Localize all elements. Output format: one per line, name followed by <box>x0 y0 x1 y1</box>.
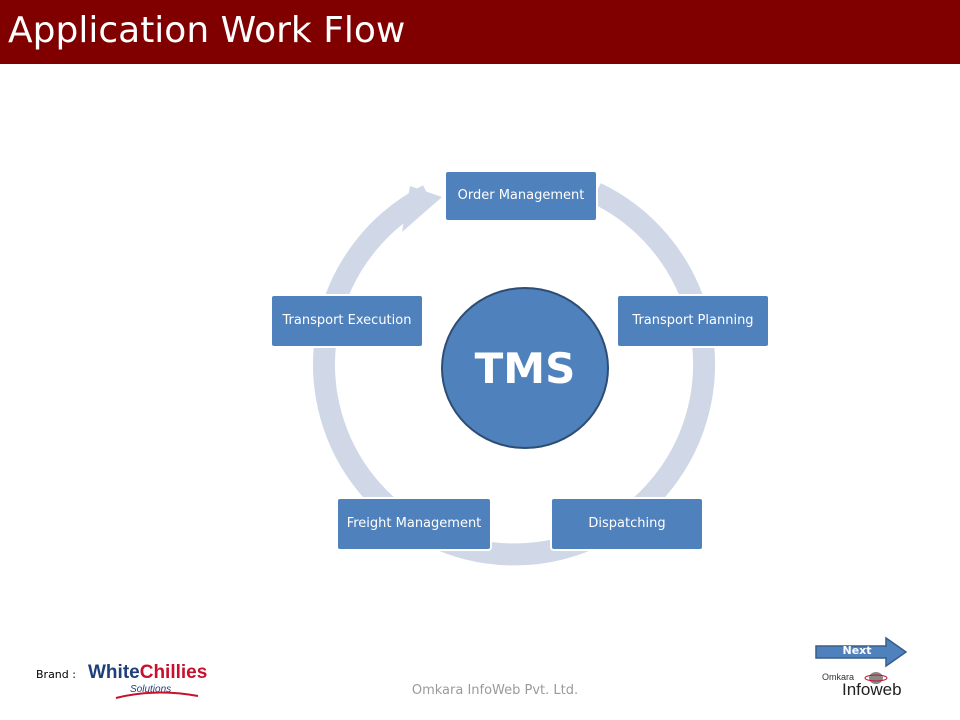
node-freight-management[interactable]: Freight Management <box>336 497 492 551</box>
company-name: Omkara InfoWeb Pvt. Ltd. <box>411 683 579 698</box>
logo-small-text: Omkara <box>822 672 855 682</box>
node-transport-planning[interactable]: Transport Planning <box>616 294 770 348</box>
brand-name-part1: White <box>88 662 140 683</box>
brand-sub: Solutions <box>130 684 172 695</box>
brand-name-part2: Chillies <box>139 662 208 683</box>
page-title: Application Work Flow <box>8 10 406 51</box>
node-label: Transport Execution <box>282 313 412 328</box>
node-transport-execution[interactable]: Transport Execution <box>270 294 424 348</box>
cycle-arrow-head <box>402 186 442 232</box>
swoosh-icon <box>115 691 199 699</box>
node-order-management[interactable]: Order Management <box>444 170 598 222</box>
globe-icon <box>864 672 888 684</box>
node-label: Freight Management <box>346 516 482 531</box>
brand-label: Brand : <box>36 668 76 681</box>
title-bar: Application Work Flow <box>0 0 960 64</box>
logo-main-text: Infoweb <box>842 680 902 699</box>
white-chillies-logo: WhiteChillies Solutions <box>86 660 210 704</box>
node-label: Transport Planning <box>632 313 754 328</box>
center-label: TMS <box>474 343 576 393</box>
omkara-infoweb-logo: Omkara Infoweb <box>820 668 920 702</box>
center-tms-circle: TMS <box>441 287 609 449</box>
node-label: Order Management <box>457 188 585 203</box>
next-arrow-icon <box>815 636 908 668</box>
node-label: Dispatching <box>588 516 666 531</box>
next-button[interactable]: Next <box>814 636 908 668</box>
node-dispatching[interactable]: Dispatching <box>550 497 704 551</box>
next-label: Next <box>842 644 872 657</box>
